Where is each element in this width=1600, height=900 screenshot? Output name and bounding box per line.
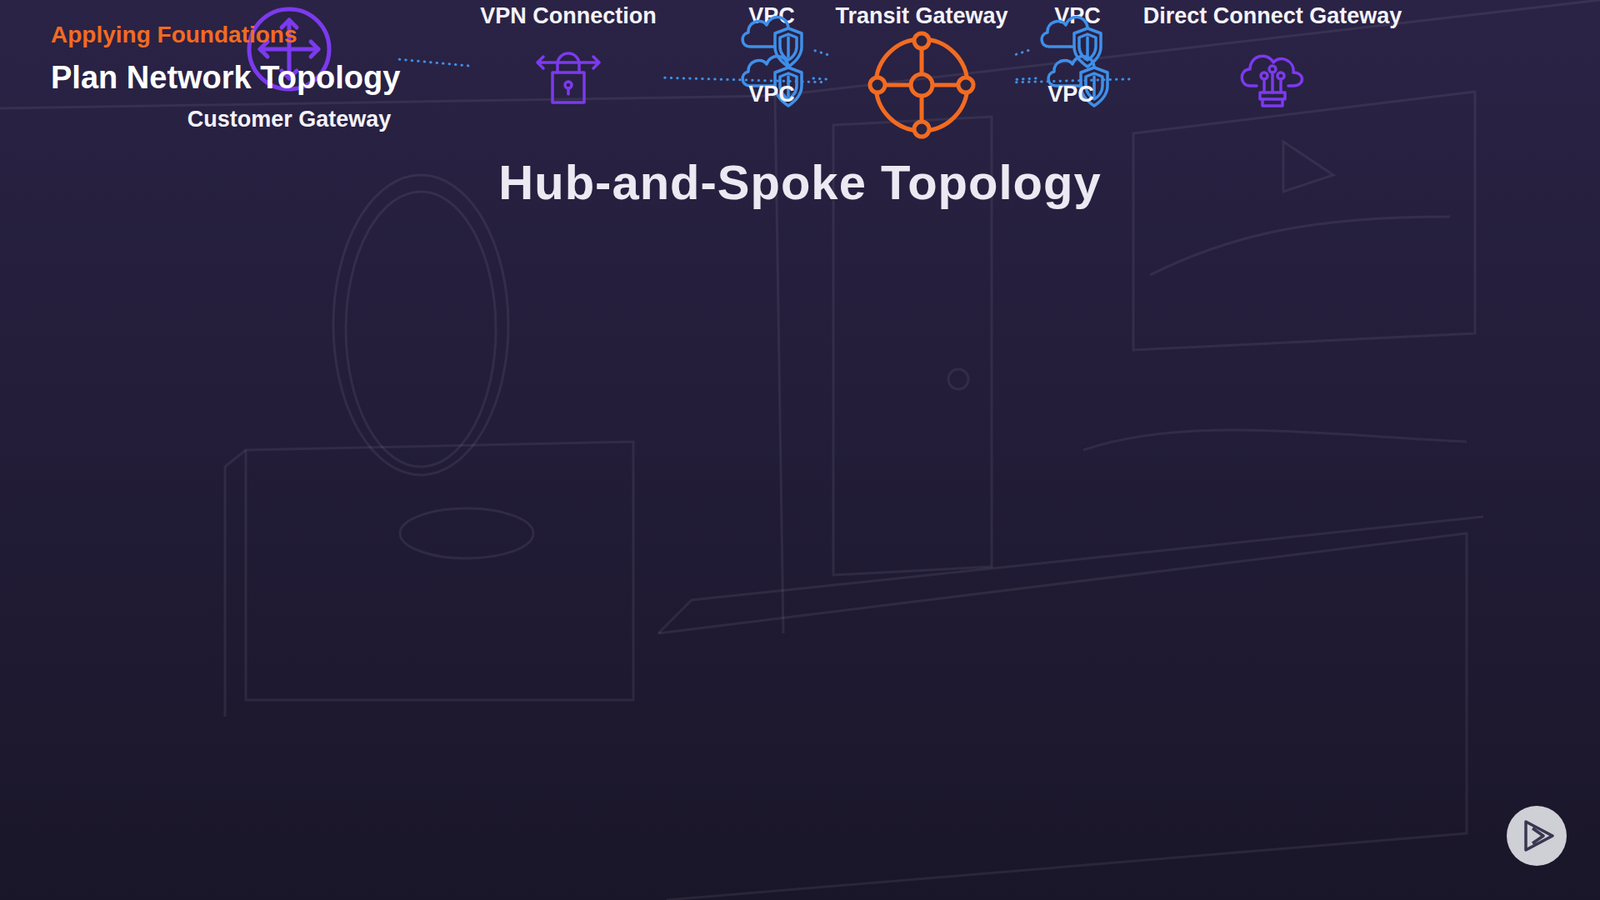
- vpc-icon: [738, 3, 805, 70]
- transit-gateway-icon: [867, 30, 976, 140]
- vpn-lock-icon: [530, 37, 606, 113]
- node-label: Customer Gateway: [187, 106, 392, 133]
- dotted-connector: [399, 59, 472, 66]
- direct-connect-gateway-node: Direct Connect Gateway: [1140, 0, 1406, 116]
- node-label: VPC: [748, 81, 795, 108]
- vpn-connection-node: VPN Connection: [476, 0, 660, 116]
- dotted-connector: [1015, 50, 1030, 55]
- play-button: [1506, 805, 1567, 866]
- diagram-title: Hub-and-Spoke Topology: [498, 154, 1101, 210]
- vpc-icon: [1037, 3, 1105, 70]
- dotted-connector: [813, 50, 828, 55]
- dotted-connector: [1016, 78, 1036, 80]
- transit-gateway-node: Transit Gateway: [831, 0, 1011, 143]
- dotted-connector: [813, 78, 827, 80]
- vpc-node: VPC: [735, 0, 809, 111]
- node-label: VPN Connection: [480, 3, 657, 30]
- node-label: VPC: [1047, 81, 1095, 108]
- node-label: Direct Connect Gateway: [1143, 3, 1403, 30]
- node-label: Transit Gateway: [835, 3, 1008, 30]
- section-label: Applying Foundations: [50, 21, 298, 49]
- slide-heading: Plan Network Topology: [50, 60, 400, 96]
- vpc-node: VPC: [1034, 0, 1108, 111]
- direct-connect-icon: [1235, 37, 1310, 113]
